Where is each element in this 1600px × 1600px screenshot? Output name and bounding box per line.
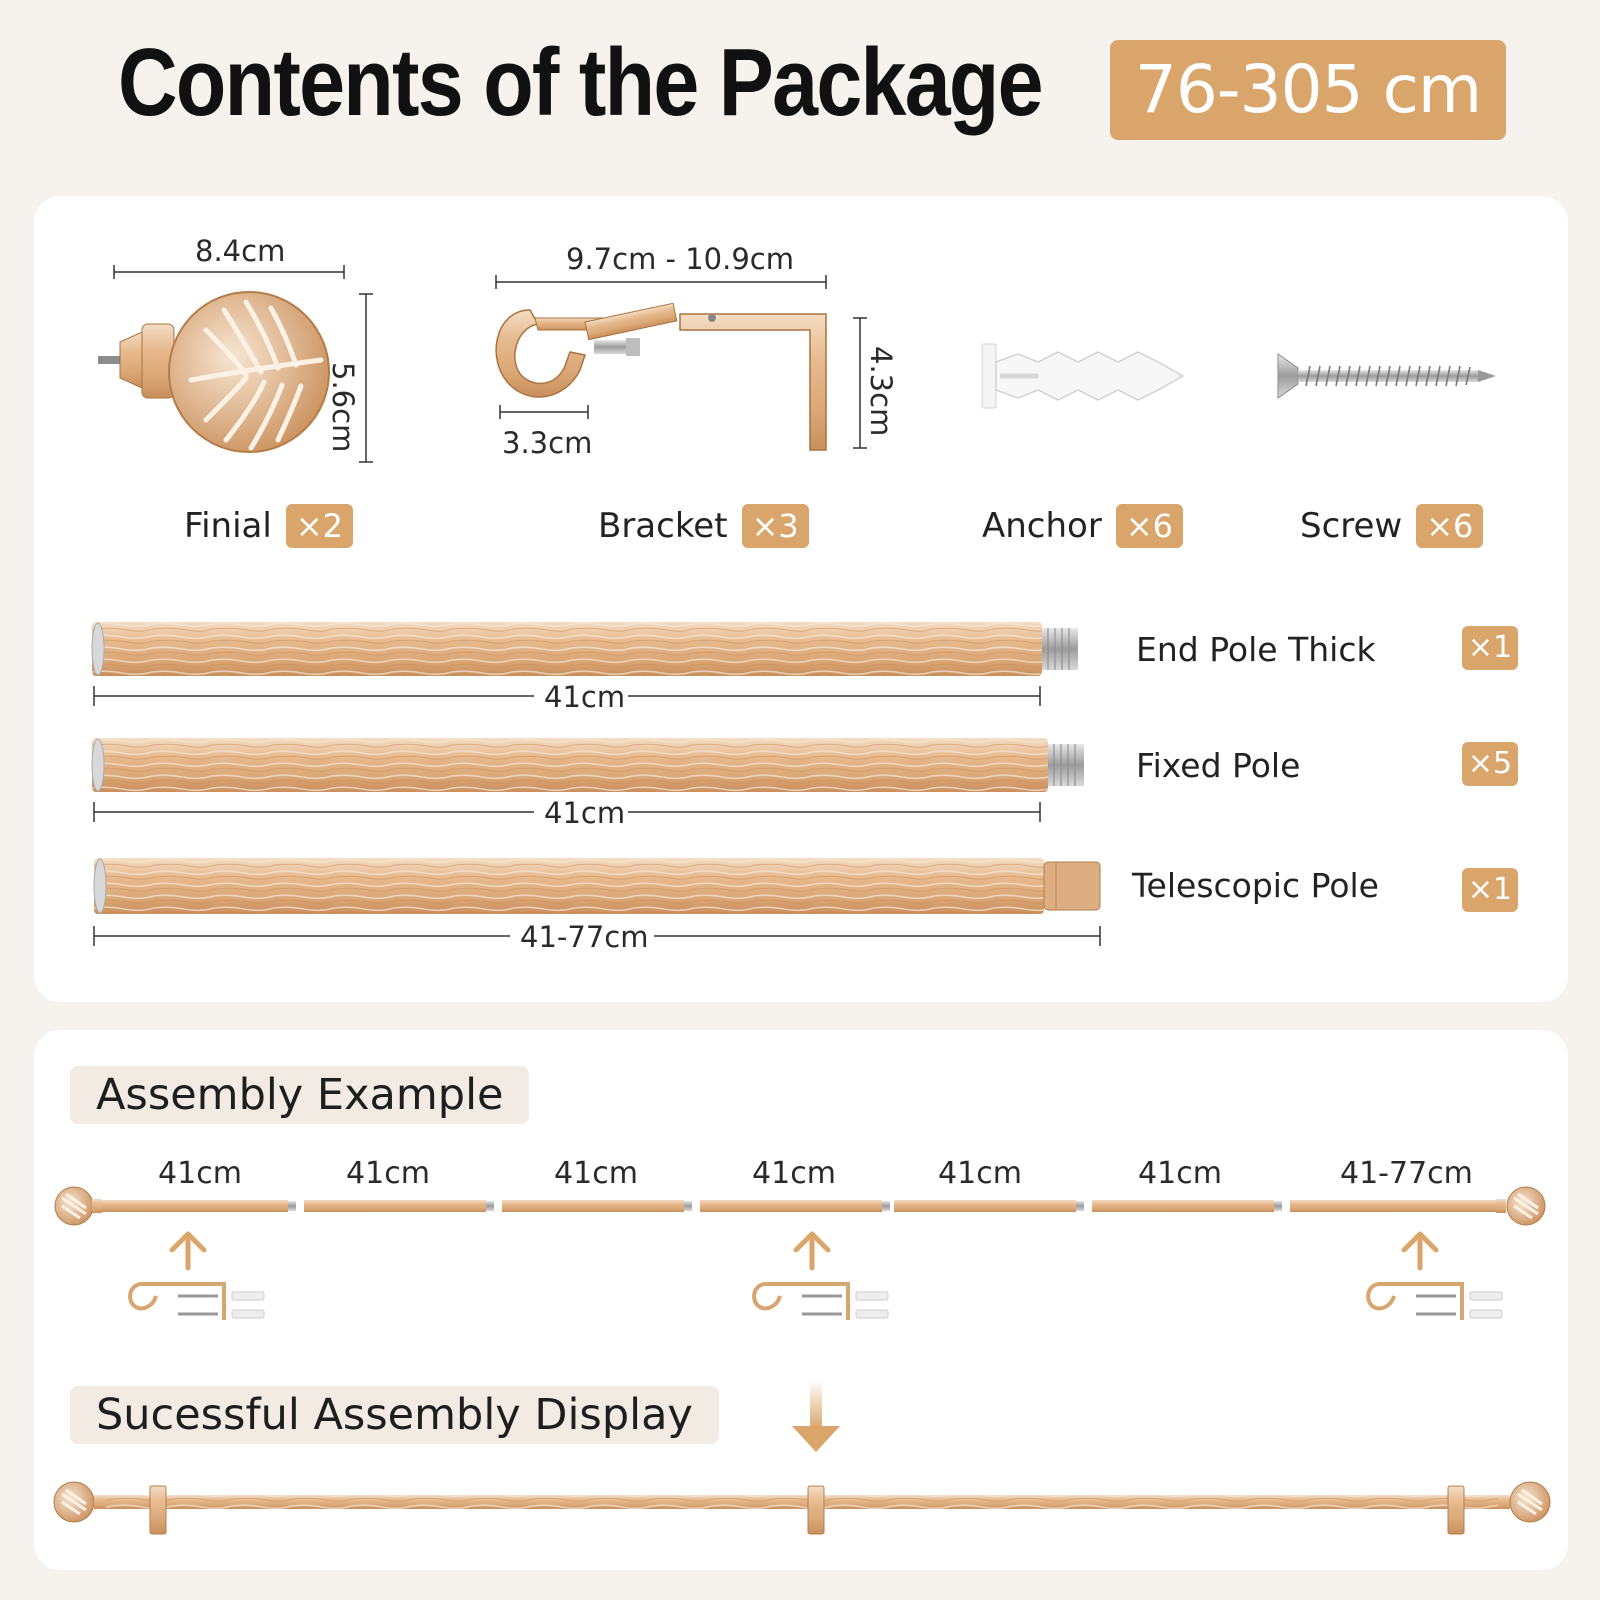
assembly-segment-5: [894, 1200, 1076, 1212]
bracket-label: Bracket: [598, 506, 728, 546]
finial-width-label: 8.4cm: [195, 234, 286, 268]
finial-height-label: 5.6cm: [326, 362, 360, 453]
hook-depth-label: 3.3cm: [502, 426, 593, 460]
end-pole-label: End Pole Thick: [1136, 630, 1376, 669]
assembly-segment-7: [1290, 1200, 1496, 1212]
finial-label: Finial: [184, 506, 272, 546]
length-range-badge: 76-305 cm: [1110, 40, 1506, 140]
segment-label: 41cm: [346, 1156, 430, 1191]
screw-caption: Screw ×6: [1300, 504, 1484, 548]
rod-finial-right: [1498, 1481, 1551, 1523]
fixed-pole-label: Fixed Pole: [1136, 746, 1301, 785]
segment-label: 41cm: [938, 1156, 1022, 1191]
telescopic-pole-length-dimension: [93, 926, 1101, 946]
finial-qty-badge: ×2: [285, 504, 353, 548]
assembly-segment-2: [304, 1200, 486, 1212]
down-arrow-icon: [792, 1380, 840, 1452]
telescopic-pole-label: Telescopic Pole: [1132, 866, 1379, 905]
anchor-qty-badge: ×6: [1115, 504, 1184, 548]
bracket-width-label: 9.7cm - 10.9cm: [566, 242, 794, 276]
up-arrow-icon: [1401, 1231, 1439, 1271]
assembly-finial-right: [1496, 1186, 1546, 1226]
telescopic-pole-length-label: 41-77cm: [520, 920, 649, 954]
assembly-segment-6: [1092, 1200, 1274, 1212]
bracket-height-dimension: [853, 317, 867, 449]
finial-caption: Finial ×2: [184, 504, 353, 548]
anchor-label: Anchor: [982, 506, 1102, 546]
fixed-pole-image: [91, 738, 1084, 792]
rod-bracket: [149, 1485, 167, 1535]
end-pole-qty-badge: ×1: [1462, 626, 1518, 670]
rod-bracket: [807, 1485, 825, 1535]
anchor-caption: Anchor ×6: [982, 504, 1184, 548]
assembly-segment-1: [102, 1200, 288, 1212]
assembly-finial-left: [54, 1186, 102, 1226]
rod-bracket: [1447, 1485, 1465, 1535]
fixed-pole-qty-badge: ×5: [1462, 742, 1518, 786]
end-pole-length-label: 41cm: [544, 680, 626, 714]
bracket-qty-badge: ×3: [741, 504, 809, 548]
segment-label: 41cm: [554, 1156, 638, 1191]
up-arrow-icon: [169, 1231, 207, 1271]
assembly-example-title: Assembly Example: [70, 1066, 530, 1124]
segment-label: 41cm: [752, 1156, 836, 1191]
segment-label: 41cm: [1138, 1156, 1222, 1191]
assembly-display-title: Sucessful Assembly Display: [70, 1386, 719, 1444]
exploded-pole-row: [54, 1186, 1546, 1226]
finial-width-dimension: [113, 265, 345, 279]
end-pole-length-dimension: [93, 686, 1041, 706]
finial-height-dimension: [359, 293, 373, 463]
fixed-pole-length-label: 41cm: [544, 796, 626, 830]
bracket-height-label: 4.3cm: [864, 346, 898, 437]
up-arrow-icon: [793, 1231, 831, 1271]
segment-label: 41cm: [158, 1156, 242, 1191]
assembly-segment-3: [502, 1200, 684, 1212]
fixed-pole-length-dimension: [93, 802, 1041, 822]
screw-icon: [1277, 353, 1496, 399]
rod-finial-left: [53, 1481, 106, 1523]
anchor-icon: [981, 343, 1185, 409]
bracket-set-icon: [752, 1282, 889, 1320]
assembled-rod-image: [53, 1481, 1551, 1535]
bracket-set-icon: [1366, 1282, 1503, 1320]
screw-label: Screw: [1300, 506, 1403, 546]
assembly-segment-4: [700, 1200, 882, 1212]
segment-label: 41-77cm: [1340, 1156, 1473, 1191]
bracket-icon: [495, 302, 827, 451]
hook-depth-dimension: [499, 405, 589, 419]
bracket-caption: Bracket ×3: [598, 504, 809, 548]
bracket-set-icon: [128, 1282, 265, 1320]
telescopic-pole-image: [93, 858, 1101, 914]
finial-icon: [98, 291, 330, 453]
bracket-width-dimension: [495, 275, 827, 289]
telescopic-pole-qty-badge: ×1: [1462, 868, 1518, 912]
end-pole-thick-image: [91, 622, 1078, 676]
page-title: Contents of the Package: [118, 29, 1044, 136]
screw-qty-badge: ×6: [1416, 504, 1484, 548]
